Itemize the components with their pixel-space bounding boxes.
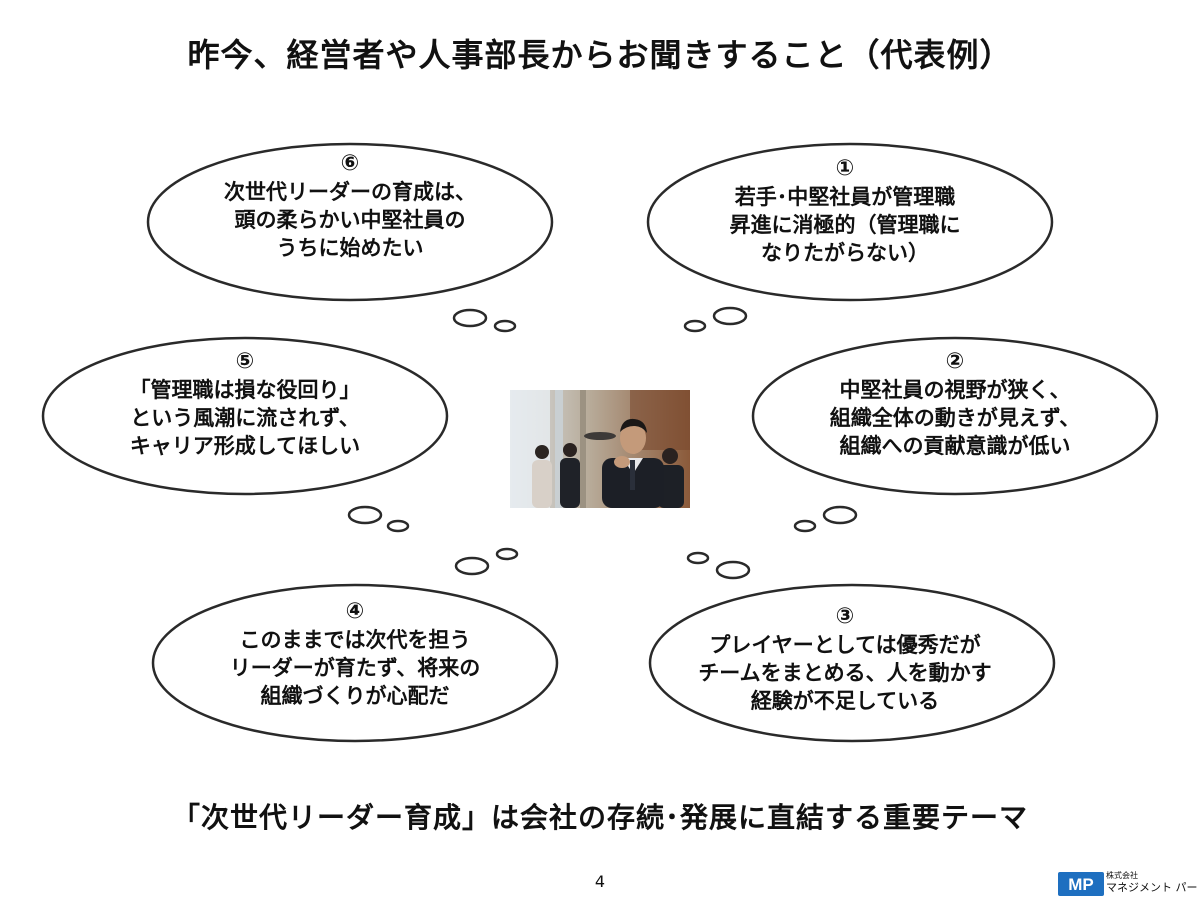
bubble-5-line-2: という風潮に流されず、 <box>130 406 360 430</box>
thought-bubble-2-tail-small <box>793 519 817 533</box>
bubble-5-line-1: 「管理職は損な役回り」 <box>129 378 361 402</box>
bubble-2-line-3: 組織への貢献意識が低い <box>839 434 1071 458</box>
bubble-3-line-3: 経験が不足している <box>750 689 940 713</box>
thought-bubble-1 <box>646 142 1054 302</box>
bubble-6-line-3: うちに始めたい <box>276 236 424 260</box>
thought-bubble-3 <box>648 583 1056 743</box>
bubble-4-line-3: 組織づくりが心配だ <box>260 684 450 708</box>
bubble-6-line-2: 頭の柔らかい中堅社員の <box>234 208 466 232</box>
thought-bubble-4-tail-large <box>454 556 490 576</box>
bubble-4-line-2: リーダーが育たず、将来の <box>229 656 481 680</box>
page-number: 4 <box>594 872 606 891</box>
thought-bubble-6-tail-large <box>452 308 488 328</box>
thought-bubble-3-tail-small <box>686 551 710 565</box>
bubble-3-line-1: プレイヤーとしては優秀だが <box>709 633 981 657</box>
bubble-text-3: ③ プレイヤーとしては優秀だが チームをまとめる、人を動かす 経験が不足している <box>665 603 1025 715</box>
thought-bubble-5-tail-large <box>347 505 383 525</box>
thought-bubble-4 <box>151 583 559 743</box>
bubble-6-line-1: 次世代リーダーの育成は、 <box>224 180 476 204</box>
bubble-2-line-2: 組織全体の動きが見えず、 <box>829 406 1081 430</box>
bubble-1-line-2: 昇進に消極的（管理職に <box>729 213 961 237</box>
thought-bubble-1-tail-small <box>683 319 707 333</box>
thought-bubble-5-tail-small <box>386 519 410 533</box>
bubble-number-4: ④ <box>345 599 365 624</box>
logo-kabushikigaisha: 株式会社 <box>1106 871 1138 880</box>
thought-bubble-6-tail-small <box>493 319 517 333</box>
bubble-text-1: ① 若手･中堅社員が管理職 昇進に消極的（管理職に なりたがらない） <box>665 155 1025 267</box>
thought-bubble-2 <box>751 336 1159 496</box>
businessman-photo <box>510 390 690 508</box>
thought-bubble-6 <box>146 142 554 302</box>
thought-bubble-1-tail-large <box>712 306 748 326</box>
thought-bubble-5 <box>41 336 449 496</box>
bubble-number-5: ⑤ <box>235 349 255 374</box>
bubble-4-line-1: このままでは次代を担う <box>239 628 471 652</box>
bubble-number-2: ② <box>945 349 965 374</box>
bubble-text-4: ④ このままでは次代を担う リーダーが育たず、将来の 組織づくりが心配だ <box>175 598 535 710</box>
bubble-number-3: ③ <box>835 604 855 629</box>
bubble-text-5: ⑤ 「管理職は損な役回り」 という風潮に流されず、 キャリア形成してほしい <box>65 348 425 460</box>
bubble-text-2: ② 中堅社員の視野が狭く、 組織全体の動きが見えず、 組織への貢献意識が低い <box>775 348 1135 460</box>
bubble-text-6: ⑥ 次世代リーダーの育成は、 頭の柔らかい中堅社員の うちに始めたい <box>170 150 530 262</box>
page-title: 昨今、経営者や人事部長からお聞きすること（代表例） <box>187 36 1013 74</box>
thought-bubble-2-tail-large <box>822 505 858 525</box>
thought-bubble-3-tail-large <box>715 560 751 580</box>
company-logo: MP 株式会社 マネジメント パートナー <box>1058 870 1200 898</box>
mp-logo-mark: MP <box>1058 872 1104 896</box>
logo-mark-text: MP <box>1068 875 1094 894</box>
conclusion-message: 「次世代リーダー育成」は会社の存続･発展に直結する重要テーマ <box>171 801 1028 834</box>
logo-company-name: マネジメント パートナー <box>1106 881 1200 894</box>
bubble-3-line-2: チームをまとめる、人を動かす <box>698 661 992 685</box>
bubble-1-line-3: なりたがらない） <box>761 241 929 265</box>
bubble-5-line-3: キャリア形成してほしい <box>129 434 361 458</box>
thought-bubble-4-tail-small <box>495 547 519 561</box>
bubble-1-line-1: 若手･中堅社員が管理職 <box>734 185 956 209</box>
bubble-number-6: ⑥ <box>340 151 360 176</box>
bubble-number-1: ① <box>835 156 855 181</box>
bubble-2-line-1: 中堅社員の視野が狭く、 <box>839 378 1071 402</box>
